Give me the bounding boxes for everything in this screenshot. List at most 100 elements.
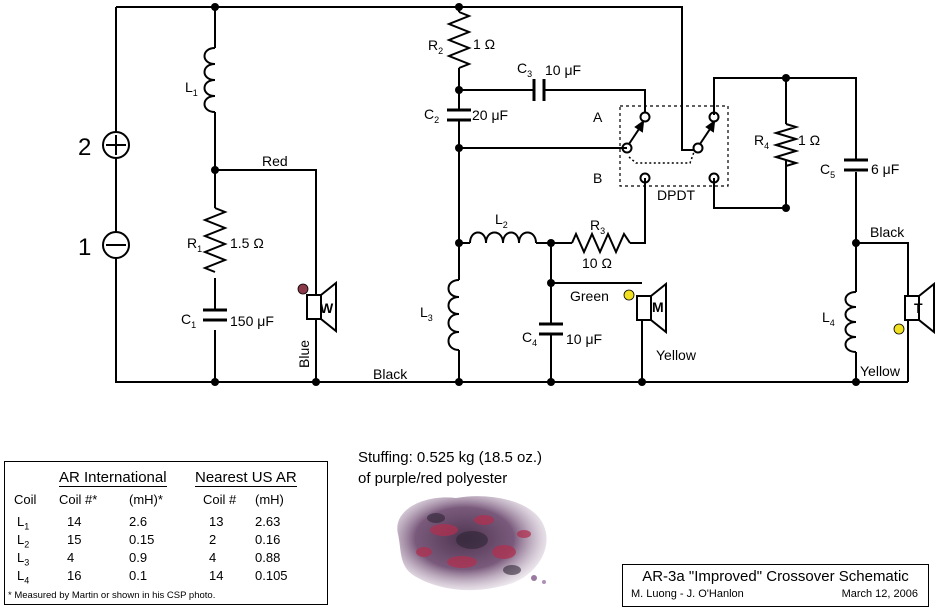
ar-mh-cell: 0.9 [129, 550, 148, 565]
switch-contact-b-common2 [692, 142, 704, 154]
switch-pos-b-label: B [593, 170, 602, 186]
midrange-cone [650, 281, 667, 335]
r3-label: R3 [590, 217, 605, 236]
capacitor-c2 [447, 108, 471, 122]
mid-feed-wire [551, 282, 643, 382]
midrange-polarity-dot [623, 289, 635, 301]
wire-blue-label: Blue [296, 340, 312, 368]
tweeter-letter: T [914, 300, 923, 316]
terminal-positive-label: 2 [78, 134, 91, 161]
capacitor-c3 [532, 79, 546, 101]
coil-table-footnote: * Measured by Martin or shown in his CSP… [8, 590, 216, 601]
woofer-polarity-dot [297, 283, 309, 295]
ar-mh-cell: 2.6 [129, 514, 148, 529]
tweeter-feed-wire [856, 242, 909, 382]
switch-dpdt-label: DPDT [657, 187, 696, 203]
c5-label: C5 [820, 161, 835, 180]
ar-mh-cell: 0.1 [129, 568, 148, 583]
coil-cell: L3 [17, 550, 30, 568]
c2-label: C2 [424, 106, 439, 125]
r1-value: 1.5 Ω [230, 235, 264, 251]
c2-value: 20 μF [472, 107, 508, 123]
coil-cell: L1 [17, 514, 30, 532]
stuffing-note: Stuffing: 0.525 kg (18.5 oz.) of purple/… [358, 447, 542, 489]
col-coil: Coil [14, 492, 37, 507]
us-mh-cell: 0.88 [255, 550, 281, 565]
top-rail-wire [116, 6, 683, 145]
r3-wire [459, 178, 646, 244]
us-coil-num-cell: 13 [209, 514, 224, 529]
dpdt-switch-box [619, 105, 729, 187]
switch-pos-a-label: A [593, 109, 603, 125]
woofer-letter: W [320, 300, 334, 316]
capacitor-c1 [203, 308, 227, 322]
capacitor-c4 [539, 322, 563, 336]
r4-value: 1 Ω [798, 132, 820, 148]
wire-yellow-mid-label: Yellow [656, 347, 697, 363]
inductor-l4 [844, 291, 857, 353]
woofer-cone [320, 280, 337, 334]
terminal-negative [102, 231, 130, 259]
wire-red-label: Red [262, 153, 288, 169]
us-mh-cell: 0.105 [255, 568, 288, 583]
r4-label: R4 [754, 132, 769, 151]
coil-cell: L2 [17, 532, 30, 550]
midrange-magnet [636, 295, 652, 321]
c1-label: C1 [181, 311, 196, 330]
switch-common-wire [681, 145, 694, 151]
schematic-authors: M. Luong - J. O'Hanlon [631, 588, 744, 600]
switch-contact-a1 [639, 111, 651, 123]
switch-contact-b2 [708, 172, 720, 184]
col-mh: (mH) [255, 492, 284, 507]
woofer-magnet [306, 294, 322, 320]
us-mh-cell: 0.16 [255, 532, 281, 547]
col-mh-star: (mH)* [129, 492, 163, 507]
us-coil-num-cell: 4 [209, 550, 217, 565]
wire-yellow-tweeter-label: Yellow [860, 363, 901, 379]
group-ar-international: AR International [59, 469, 167, 487]
wire-black-tweeter-label: Black [870, 224, 905, 240]
ar-coil-num-cell: 16 [67, 568, 82, 583]
wire-black-bottom-label: Black [373, 366, 408, 382]
switch-gang-link [628, 151, 695, 164]
us-mh-cell: 2.63 [255, 514, 281, 529]
c3-value: 10 μF [545, 62, 581, 78]
us-coil-num-cell: 2 [209, 532, 217, 547]
col-coil-num-star: Coil #* [59, 492, 98, 507]
wire-green-label: Green [570, 288, 609, 304]
l1-label: L1 [185, 79, 198, 98]
c3-wire [459, 89, 646, 112]
inductor-l3 [447, 279, 460, 351]
crossover-schematic: 2 1 L1 R1 1.5 Ω C1 150 μF Red Blue Black… [78, 3, 935, 386]
r4-wire [713, 78, 787, 209]
title-box: AR-3a "Improved" Crossover Schematic M. … [622, 564, 929, 607]
tweeter-cone [918, 281, 935, 335]
stuffing-line1: Stuffing: 0.525 kg (18.5 oz.) [358, 449, 543, 466]
schematic-date: March 12, 2006 [841, 588, 918, 600]
ar-mh-cell: 0.15 [129, 532, 155, 547]
ar-coil-num-cell: 14 [67, 514, 82, 529]
resistor-r4 [772, 123, 800, 167]
ar-coil-num-cell: 15 [67, 532, 82, 547]
resistor-r1 [202, 207, 228, 273]
coil-cell: L4 [17, 568, 30, 586]
coil-table: AR International Nearest US AR Coil Coil… [4, 461, 328, 605]
capacitor-c5 [844, 158, 868, 172]
terminal-negative-label: 1 [78, 234, 91, 261]
col-coil-num: Coil # [203, 492, 237, 507]
stuffing-line2: of purple/red polyester [358, 470, 508, 487]
switch-contact-b1 [639, 172, 651, 184]
tweeter-polarity-dot [893, 323, 905, 335]
c1-value: 150 μF [230, 313, 274, 329]
resistor-r3 [571, 231, 631, 255]
inductor-l2 [469, 231, 537, 244]
c3-label: C3 [517, 60, 532, 79]
us-coil-num-cell: 14 [209, 568, 224, 583]
polyester-stuffing-photo [397, 496, 547, 591]
inductor-l1 [203, 47, 216, 113]
ar-coil-num-cell: 4 [67, 550, 75, 565]
l2-label: L2 [495, 211, 508, 230]
schematic-title: AR-3a "Improved" Crossover Schematic [642, 568, 909, 585]
resistor-r2 [446, 11, 472, 69]
c4-value: 10 μF [566, 331, 602, 347]
